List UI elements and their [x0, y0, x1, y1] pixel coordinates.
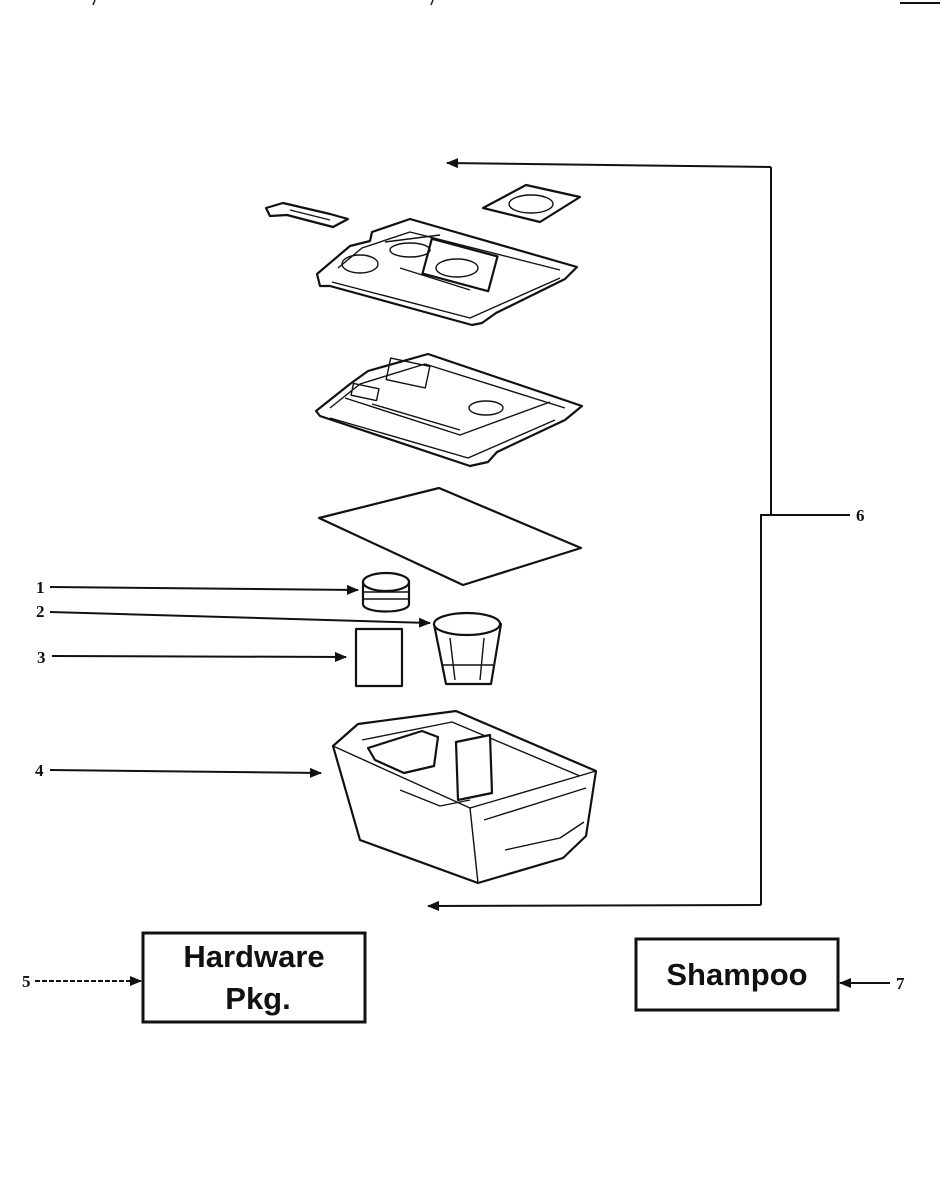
tray-lid	[314, 352, 584, 468]
leader-lines	[35, 584, 890, 988]
callout-3: 3	[37, 648, 46, 667]
kit-bracket-6	[427, 158, 850, 911]
hardware-box-line2: Pkg.	[225, 981, 290, 1016]
shampoo-box-label: Shampoo	[666, 957, 807, 992]
hardware-box-line1: Hardware	[183, 939, 324, 974]
base-tank-part-4	[331, 709, 598, 885]
shampoo-box: Shampoo	[634, 937, 840, 1012]
top-cover	[315, 217, 579, 327]
knob-part-1	[361, 571, 411, 613]
seal-gasket	[481, 183, 582, 224]
callout-7: 7	[896, 974, 905, 993]
pad-part-3	[354, 627, 404, 688]
small-latch-plate	[264, 201, 350, 229]
callout-1: 1	[36, 578, 45, 597]
callout-6: 6	[856, 506, 865, 525]
hardware-package-box: Hardware Pkg.	[141, 931, 367, 1024]
callout-4: 4	[35, 761, 44, 780]
filter-sheet	[317, 486, 583, 587]
cup-part-2	[432, 611, 503, 686]
callout-5: 5	[22, 972, 31, 991]
callout-2: 2	[36, 602, 45, 621]
scan-edge-marks	[92, 0, 940, 6]
